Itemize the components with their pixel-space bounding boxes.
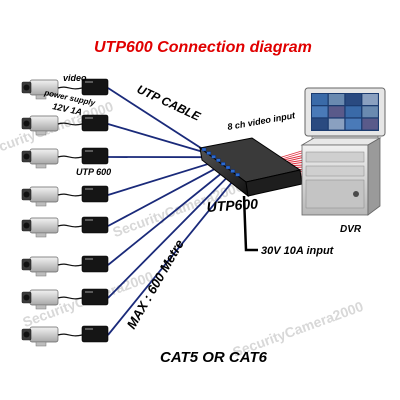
camera-lens-glass [23,331,30,338]
hub-label: UTP600 [206,195,259,215]
diagram-title: UTP600 Connection diagram [94,39,312,56]
channel-8 [21,325,109,347]
utp-cable-line [107,167,229,266]
camera-lens-glass [23,120,30,127]
camera-lens-glass [23,191,30,198]
camera-body [29,289,59,306]
dvr-drive-bay-2 [305,165,365,177]
camera-lens-glass [23,294,30,301]
screen-tile [345,94,362,105]
utp-cable-label: UTP CABLE [135,82,204,124]
utp-cable-line [107,87,205,151]
channel-5 [21,216,109,238]
screen-tile [345,118,362,130]
utp600-transceiver-label: UTP 600 [76,167,111,177]
camera-lens-glass [23,84,30,91]
camera-body [29,115,59,132]
transceiver-highlight [85,328,93,330]
utp-cable-line [107,159,219,196]
screen-tile [328,106,345,118]
transceiver-highlight [85,150,93,152]
screen-tile [328,118,345,130]
dvr-drive-bay-1 [305,151,365,163]
camera-video-wire [57,296,83,300]
camera-body [29,148,59,165]
channel-2 [21,114,109,136]
camera-video-wire [57,155,83,159]
camera-video-wire [57,224,83,228]
hub-port [225,165,231,170]
dvr-case-side [367,137,381,216]
hub-port [230,169,236,173]
channel-1 [21,78,109,100]
camera-lens-glass [23,222,30,229]
dvr-case-top [300,137,382,146]
camera-video-wire [57,263,83,267]
camera-mount [35,130,47,136]
camera-mount [35,163,47,169]
camera-mount [35,232,47,238]
hub-power-label: 30V 10A input [261,245,335,257]
hub-ports [201,147,240,177]
camera-body [29,256,59,273]
transceiver-highlight [85,117,93,119]
utp-cable-line [107,170,234,299]
camera-mount [35,271,47,277]
camera-mount [35,304,47,310]
utp-cables [107,87,239,336]
hub-port [235,172,240,177]
camera-lens-glass [23,153,30,160]
screen-tile [362,94,378,105]
camera-body [29,326,59,343]
dvr-label: DVR [340,224,362,235]
camera-mount [35,94,47,100]
utp-cable-line [107,123,210,155]
dvr-power-button [353,191,359,197]
hub-port [201,147,207,152]
screen-tile [362,118,378,130]
cable-type-label: CAT5 OR CAT6 [160,349,268,366]
camera-lens-glass [23,261,30,268]
screen-tile [312,118,328,130]
camera-rows [21,78,109,347]
camera-video-wire [57,193,83,197]
camera-body [29,217,59,234]
transceiver-highlight [85,291,93,293]
screen-tile [362,106,378,118]
screen-tile [345,106,362,118]
screen-tile [312,94,328,105]
video-label: video [63,73,87,83]
video-input-label: 8 ch video input [227,110,297,132]
hub-port [211,154,216,159]
screen-tile [328,94,345,105]
camera-video-wire [57,86,83,90]
hub-port [206,151,212,155]
transceiver-highlight [85,219,93,221]
channel-7 [21,288,109,310]
camera-video-wire [57,122,83,126]
camera-body [29,186,59,203]
utp600-hub [198,137,303,198]
hub-port [220,162,226,166]
channel-4 [21,185,109,207]
camera-mount [35,201,47,207]
transceiver-highlight [85,81,93,83]
channel-6 [21,255,109,277]
dvr-unit [300,87,386,216]
camera-mount [35,341,47,347]
transceiver-highlight [85,258,93,260]
monitor-screen-tiles [312,94,378,130]
hub-port [216,158,221,163]
camera-video-wire [57,333,83,337]
hub-power-cable [242,195,258,252]
screen-tile [312,106,328,118]
utp-cable-line [107,174,239,336]
transceiver-highlight [85,188,93,190]
channel-3 [21,147,109,169]
utp-cable-line [107,163,224,227]
